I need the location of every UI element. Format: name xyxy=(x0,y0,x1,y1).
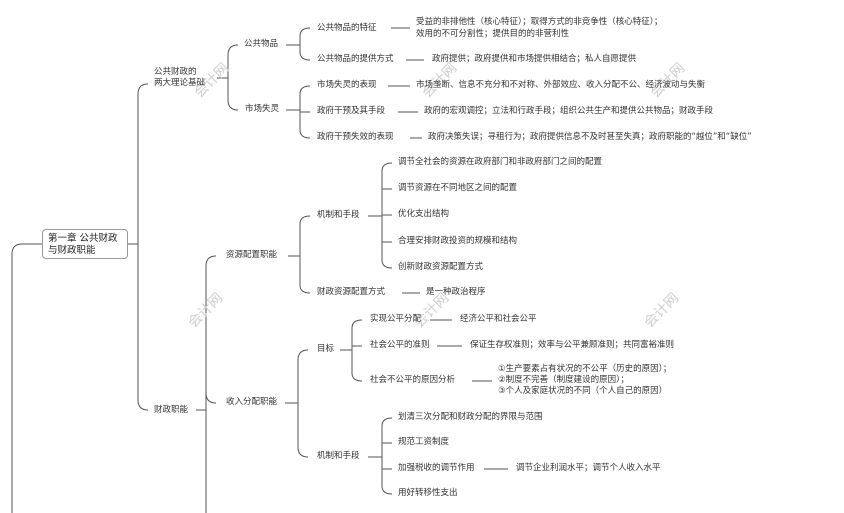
distribution-item-2[interactable]: 规范工资制度 xyxy=(398,437,450,447)
node-theory-line2[interactable]: 两大理论基础 xyxy=(154,78,206,88)
node-gov-failure[interactable]: 政府干预失效的表现 xyxy=(317,132,394,142)
node-public-goods-supply[interactable]: 公共物品的提供方式 xyxy=(317,54,394,64)
node-income-distribution[interactable]: 收入分配职能 xyxy=(226,397,278,407)
node-theory-line1[interactable]: 公共财政的 xyxy=(154,67,197,77)
allocation-item-1[interactable]: 调节全社会的资源在政府部门和非政府部门之间的配置 xyxy=(398,157,603,167)
node-fiscal-functions[interactable]: 财政职能 xyxy=(154,405,189,415)
node-gov-intervention[interactable]: 政府干预及其手段 xyxy=(317,106,386,116)
detail-unfairness-cause-3: ③个人及家庭状况的不同（个人自己的原因） xyxy=(498,386,668,396)
root-node[interactable]: 第一章 公共财政 与财政职能 xyxy=(42,229,128,259)
detail-unfairness-cause-2: ②制度不完善（制度建设的原因）； xyxy=(498,375,629,385)
detail-fairness-criteria: 保证生存权准则；效率与公平兼顾准则；共同富裕准则 xyxy=(470,340,675,350)
node-resource-allocation[interactable]: 资源配置职能 xyxy=(226,250,278,260)
detail-gov-failure: 政府决策失误；寻租行为；政府提供信息不及时甚至失真；政府职能的“越位”和“缺位” xyxy=(428,132,752,142)
distribution-item-3[interactable]: 加强税收的调节作用 xyxy=(398,463,475,473)
detail-gov-intervention: 政府的宏观调控；立法和行政手段；组织公共生产和提供公共物品；财政手段 xyxy=(424,106,714,116)
node-market-failure-performance[interactable]: 市场失灵的表现 xyxy=(317,80,377,90)
allocation-item-5[interactable]: 创新财政资源配置方式 xyxy=(398,262,484,272)
allocation-item-2[interactable]: 调节资源在不同地区之间的配置 xyxy=(398,183,518,193)
distribution-item-1[interactable]: 划清三次分配和财政分配的界限与范围 xyxy=(398,412,543,422)
detail-market-failure-performance: 市场垄断、信息不充分和不对称、外部效应、收入分配不公、经济波动与失衡 xyxy=(416,80,706,90)
allocation-item-3[interactable]: 优化支出结构 xyxy=(398,209,450,219)
detail-allocation-method: 是一种政治程序 xyxy=(426,287,486,297)
node-allocation-method[interactable]: 财政资源配置方式 xyxy=(317,287,386,297)
node-public-goods[interactable]: 公共物品 xyxy=(244,39,279,49)
node-distribution-mechanism[interactable]: 机制和手段 xyxy=(317,451,360,461)
detail-unfairness-cause-1: ①生产要素占有状况的不公平（历史的原因）； xyxy=(498,364,672,374)
node-allocation-mechanism[interactable]: 机制和手段 xyxy=(317,210,360,220)
distribution-item-4[interactable]: 用好转移性支出 xyxy=(398,488,458,498)
allocation-item-4[interactable]: 合理安排财政投资的规模和结构 xyxy=(398,236,518,246)
node-fairness-criteria[interactable]: 社会公平的准则 xyxy=(370,340,430,350)
node-distribution-goal[interactable]: 目标 xyxy=(317,344,335,354)
detail-fair-distribution: 经济公平和社会公平 xyxy=(460,314,537,324)
detail-tax-regulation: 调节企业利润水平；调节个人收入水平 xyxy=(516,463,661,473)
detail-public-goods-features-1: 受益的非排他性（核心特征）；取得方式的非竞争性（核心特征）； xyxy=(416,17,663,27)
node-fair-distribution[interactable]: 实现公平分配 xyxy=(370,314,422,324)
detail-public-goods-features-2: 效用的不可分割性；提供目的的非营利性 xyxy=(416,29,570,39)
node-market-failure[interactable]: 市场失灵 xyxy=(245,104,280,114)
root-title-line1: 第一章 公共财政 xyxy=(48,233,118,244)
root-title-line2: 与财政职能 xyxy=(48,245,96,256)
node-unfairness-causes[interactable]: 社会不公平的原因分析 xyxy=(370,375,456,385)
node-public-goods-features[interactable]: 公共物品的特征 xyxy=(317,23,377,33)
detail-public-goods-supply: 政府提供；政府提供和市场提供相结合；私人自愿提供 xyxy=(432,54,637,64)
